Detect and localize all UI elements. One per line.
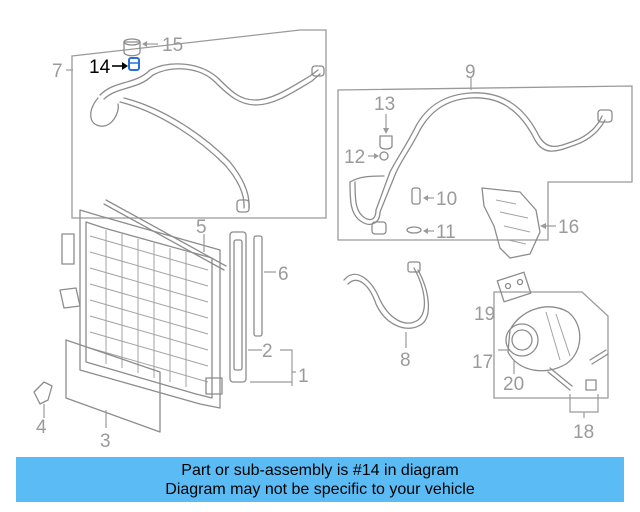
callout-7: 7 [52, 61, 63, 82]
banner-line-1: Part or sub-assembly is #14 in diagram [181, 461, 459, 479]
callout-3: 3 [100, 431, 111, 452]
discharge-line-box [337, 78, 633, 241]
callout-19: 19 [474, 304, 495, 325]
callout-4: 4 [36, 417, 47, 438]
callout-12: 12 [344, 147, 365, 168]
callout-9: 9 [465, 62, 476, 83]
hose-assembly-box [66, 29, 327, 219]
callout-18: 18 [573, 422, 594, 443]
callout-11: 11 [436, 222, 456, 243]
callout-10: 10 [436, 189, 457, 210]
callout-16: 16 [558, 217, 579, 238]
callout-2: 2 [262, 341, 273, 362]
callout-5: 5 [196, 217, 207, 238]
callout-8: 8 [400, 350, 411, 371]
info-banner: Part or sub-assembly is #14 in diagram D… [16, 457, 624, 502]
part-14-fitting [112, 57, 140, 71]
part-8-line [343, 261, 429, 348]
callout-numbers: 1 2 3 4 5 6 7 8 9 10 11 12 13 14 15 16 1… [36, 35, 594, 452]
parts-diagram: 1 2 3 4 5 6 7 8 9 10 11 12 13 14 15 16 1… [33, 29, 633, 452]
part-16-shield [481, 187, 556, 259]
banner-line-2: Diagram may not be specific to your vehi… [165, 480, 475, 498]
compressor-box [493, 271, 609, 418]
receiver-drier [229, 231, 296, 386]
callout-14: 14 [89, 57, 111, 78]
callout-13: 13 [374, 94, 395, 115]
callout-20: 20 [503, 374, 524, 395]
condenser [33, 199, 227, 433]
callout-1: 1 [298, 366, 309, 387]
callout-6: 6 [278, 264, 289, 285]
callout-17: 17 [472, 352, 493, 373]
callout-15: 15 [162, 35, 183, 56]
